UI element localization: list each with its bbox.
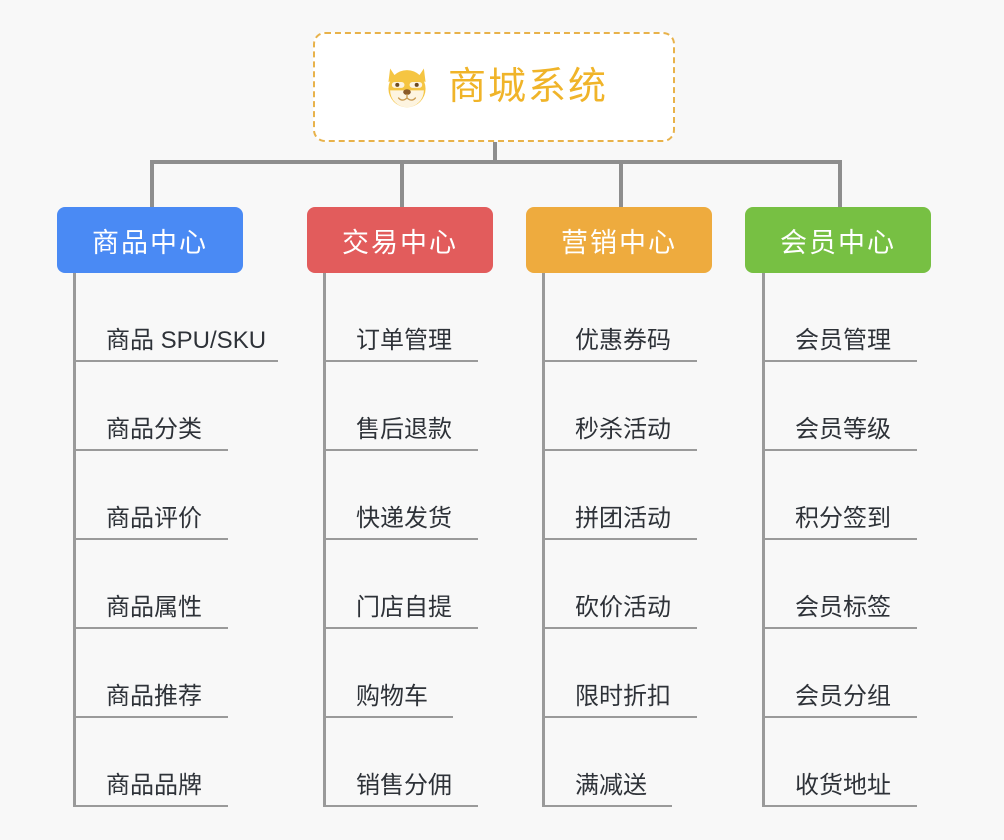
branch-item[interactable]: 商品评价 (73, 451, 228, 540)
branch-item-list: 商品 SPU/SKU 商品分类商品评价商品属性商品推荐商品品牌 (73, 273, 278, 807)
connector-drop-1 (150, 160, 154, 207)
branch-item-label: 会员分组 (795, 682, 891, 710)
branch-item-label: 快递发货 (356, 504, 452, 532)
branch-item[interactable]: 会员标签 (762, 540, 917, 629)
branch-column: 营销中心优惠券码秒杀活动拼团活动砍价活动限时折扣满减送 (526, 207, 712, 807)
branch-item[interactable]: 商品分类 (73, 362, 228, 451)
branch-item-label: 会员等级 (795, 415, 891, 443)
branch-item-label: 销售分佣 (356, 771, 452, 799)
branch-item-label: 门店自提 (356, 593, 452, 621)
branch-item[interactable]: 快递发货 (323, 451, 478, 540)
branch-item[interactable]: 售后退款 (323, 362, 478, 451)
branch-item[interactable]: 商品推荐 (73, 629, 228, 718)
branch-item[interactable]: 购物车 (323, 629, 453, 718)
root-node-title: 商城系统 (447, 66, 608, 108)
branch-item-label: 购物车 (356, 682, 428, 710)
branch-item[interactable]: 销售分佣 (323, 718, 478, 807)
branch-spine (542, 273, 545, 807)
branch-item-label: 秒杀活动 (575, 415, 671, 443)
root-node-shopping-mall-system[interactable]: 商城系统 (313, 32, 675, 142)
branch-item-label: 商品推荐 (106, 682, 202, 710)
branch-item[interactable]: 收货地址 (762, 718, 917, 807)
branch-item-label: 会员标签 (795, 593, 891, 621)
branch-spine (73, 273, 76, 807)
branch-header-button[interactable]: 营销中心 (526, 207, 712, 273)
branch-column: 商品中心商品 SPU/SKU 商品分类商品评价商品属性商品推荐商品品牌 (57, 207, 278, 807)
connector-drop-4 (838, 160, 842, 207)
branch-item-label: 限时折扣 (575, 682, 671, 710)
branch-item[interactable]: 会员管理 (762, 273, 917, 362)
branch-column: 交易中心订单管理售后退款快递发货门店自提购物车销售分佣 (307, 207, 493, 807)
branch-spine (762, 273, 765, 807)
connector-horizontal-bus (150, 160, 842, 164)
branch-item-label: 商品属性 (106, 593, 202, 621)
branch-item-label: 砍价活动 (575, 593, 671, 621)
connector-root-stem (493, 142, 497, 164)
branch-item-label: 优惠券码 (575, 326, 671, 354)
branch-item-label: 商品分类 (106, 415, 202, 443)
connector-drop-3 (619, 160, 623, 207)
branch-header-button[interactable]: 商品中心 (57, 207, 243, 273)
branch-item-label: 拼团活动 (575, 504, 671, 532)
branch-spine (323, 273, 326, 807)
branch-item-list: 订单管理售后退款快递发货门店自提购物车销售分佣 (323, 273, 493, 807)
branch-item-label: 满减送 (575, 771, 647, 799)
branch-item-list: 会员管理会员等级积分签到会员标签会员分组收货地址 (762, 273, 931, 807)
branch-item-label: 商品品牌 (106, 771, 202, 799)
branch-item-label: 会员管理 (795, 326, 891, 354)
branch-header-button[interactable]: 会员中心 (745, 207, 931, 273)
connector-drop-2 (400, 160, 404, 207)
branch-item-label: 积分签到 (795, 504, 891, 532)
branch-item-list: 优惠券码秒杀活动拼团活动砍价活动限时折扣满减送 (542, 273, 712, 807)
branch-item[interactable]: 商品 SPU/SKU (73, 273, 278, 362)
branch-item[interactable]: 秒杀活动 (542, 362, 697, 451)
branch-item[interactable]: 拼团活动 (542, 451, 697, 540)
branch-item[interactable]: 会员分组 (762, 629, 917, 718)
branch-item[interactable]: 商品品牌 (73, 718, 228, 807)
branch-header-button[interactable]: 交易中心 (307, 207, 493, 273)
branch-item[interactable]: 优惠券码 (542, 273, 697, 362)
branch-item-label: 订单管理 (356, 326, 452, 354)
branch-item-label: 商品 SPU/SKU (106, 326, 267, 354)
branch-item[interactable]: 门店自提 (323, 540, 478, 629)
branch-item[interactable]: 积分签到 (762, 451, 917, 540)
branch-item[interactable]: 会员等级 (762, 362, 917, 451)
branch-item[interactable]: 限时折扣 (542, 629, 697, 718)
branch-item-label: 收货地址 (795, 771, 891, 799)
branch-item[interactable]: 商品属性 (73, 540, 228, 629)
branch-item[interactable]: 订单管理 (323, 273, 478, 362)
branch-item[interactable]: 满减送 (542, 718, 672, 807)
branch-item[interactable]: 砍价活动 (542, 540, 697, 629)
shiba-dog-face-icon (388, 68, 426, 108)
branch-column: 会员中心会员管理会员等级积分签到会员标签会员分组收货地址 (745, 207, 931, 807)
branch-item-label: 商品评价 (106, 504, 202, 532)
branch-item-label: 售后退款 (356, 415, 452, 443)
